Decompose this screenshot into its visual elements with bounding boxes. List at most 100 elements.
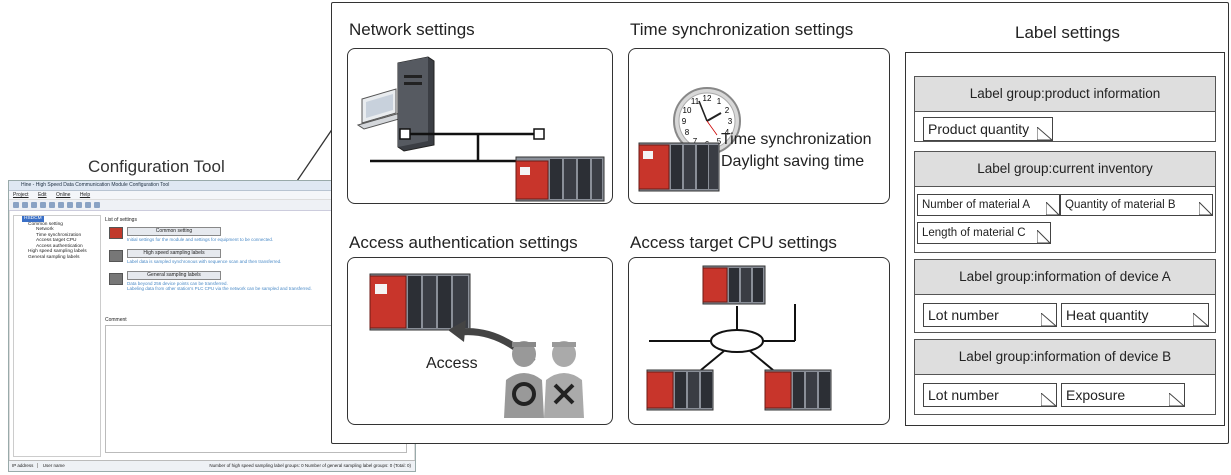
- clock-num-7: 7: [693, 137, 698, 146]
- clock-num-4: 4: [725, 128, 730, 137]
- open-icon[interactable]: [22, 202, 28, 208]
- label-group-title: Label group:information of device A: [915, 260, 1215, 295]
- plc-icon: [702, 265, 766, 305]
- label-group-device-a: Label group:information of device A Lot …: [914, 259, 1216, 333]
- clock-num-11: 11: [691, 97, 700, 106]
- list-of-settings-label: List of settings: [105, 217, 137, 223]
- tools-icon[interactable]: [76, 202, 82, 208]
- network-diagram: [356, 56, 605, 202]
- access-label: Access: [426, 355, 478, 372]
- circle-mark-icon: [512, 382, 536, 406]
- clock-num-8: 8: [685, 128, 690, 137]
- label-tag-length-of-material-c[interactable]: Length of material C: [917, 222, 1051, 244]
- menu-project[interactable]: Project: [13, 192, 29, 198]
- access-auth-diagram: [369, 273, 584, 418]
- arrow-head-icon: [448, 320, 466, 342]
- time-sync-diagram: 12 1 2 3 4 5 6 7 8 9 10 11: [638, 87, 741, 192]
- menu-help[interactable]: Help: [79, 192, 91, 198]
- read-icon[interactable]: [40, 202, 46, 208]
- plc-icon: [515, 156, 605, 202]
- general-sampling-desc: Data beyond 256 device points can be tra…: [127, 281, 312, 291]
- access-target-diagram: [646, 265, 832, 411]
- label-tag-heat-quantity[interactable]: Heat quantity: [1061, 303, 1209, 327]
- menu-edit[interactable]: Edit: [37, 192, 47, 198]
- access-auth-settings-title: Access authentication settings: [349, 233, 578, 252]
- tree-item-network[interactable]: Network: [36, 227, 54, 232]
- tree-item-common[interactable]: Common setting: [28, 221, 63, 227]
- label-settings-title: Label settings: [1015, 23, 1120, 42]
- person-icon: [504, 341, 544, 418]
- general-sampling-button[interactable]: General sampling labels: [127, 271, 221, 280]
- clock-num-3: 3: [728, 117, 733, 126]
- label-tag-text: Quantity of material B: [1065, 199, 1176, 211]
- label-tag-quantity-of-material-b[interactable]: Quantity of material B: [1060, 194, 1213, 216]
- time-sync-settings-title: Time synchronization settings: [630, 20, 854, 39]
- label-corner-icon: [1041, 393, 1057, 407]
- status-user-name: User name: [42, 463, 65, 468]
- common-setting-desc: Initial settings for the module and sett…: [127, 237, 274, 242]
- monitor-icon[interactable]: [94, 202, 100, 208]
- label-corner-icon: [1041, 313, 1057, 327]
- plc-icon: [638, 142, 720, 192]
- time-sync-label: Time synchronization: [721, 131, 872, 148]
- clock-num-9: 9: [682, 117, 687, 126]
- label-tag-text: Product quantity: [928, 121, 1030, 137]
- label-corner-icon: [1169, 393, 1185, 407]
- delete-icon[interactable]: [85, 202, 91, 208]
- high-speed-sampling-button[interactable]: High speed sampling labels: [127, 249, 221, 258]
- high-speed-icon: [109, 250, 123, 262]
- access-target-settings-box: [628, 257, 890, 425]
- label-tag-lot-number-b[interactable]: Lot number: [923, 383, 1057, 407]
- label-tag-text: Exposure: [1066, 387, 1126, 403]
- label-settings-box: Label group:product information Product …: [905, 52, 1225, 426]
- settings-tree: HSDCM Common setting Network Time synchr…: [13, 215, 101, 457]
- copy-icon[interactable]: [67, 202, 73, 208]
- comment-label: Comment: [105, 317, 127, 323]
- label-tag-product-quantity[interactable]: Product quantity: [923, 117, 1053, 141]
- label-corner-icon: [1046, 202, 1060, 216]
- tree-item-general[interactable]: General sampling labels: [28, 254, 80, 260]
- plc-icon: [369, 273, 471, 331]
- new-icon[interactable]: [13, 202, 19, 208]
- tree-root[interactable]: HSDCM: [22, 216, 44, 222]
- label-corner-icon: [1193, 313, 1209, 327]
- tree-item-high-speed[interactable]: High speed sampling labels: [28, 249, 87, 254]
- clock-num-2: 2: [725, 106, 730, 115]
- label-group-device-b: Label group:information of device B Lot …: [914, 339, 1216, 415]
- access-target-settings-title: Access target CPU settings: [630, 233, 837, 252]
- clock-num-12: 12: [703, 94, 712, 103]
- label-group-title: Label group:current inventory: [915, 152, 1215, 187]
- high-speed-sampling-desc: Label data is sampled synchronous with s…: [127, 259, 282, 264]
- menu-bar: Project Edit Online Help: [9, 191, 415, 200]
- tree-item-time-sync[interactable]: Time synchronization: [36, 232, 82, 238]
- status-bar: IP address User name Number of high spee…: [9, 460, 415, 471]
- tree-item-access-auth[interactable]: Access authentication: [36, 243, 83, 249]
- general-sampling-icon: [109, 273, 123, 285]
- write-icon[interactable]: [49, 202, 55, 208]
- plc-icon: [764, 369, 832, 411]
- time-sync-settings-box: 12 1 2 3 4 5 6 7 8 9 10 11 Time synchron…: [628, 48, 890, 204]
- label-group-title: Label group:information of device B: [915, 340, 1215, 375]
- network-settings-box: [347, 48, 613, 204]
- verify-icon[interactable]: [58, 202, 64, 208]
- status-group-counts: Number of high speed sampling label grou…: [209, 463, 411, 468]
- label-corner-icon: [1199, 202, 1213, 216]
- common-setting-icon: [109, 227, 123, 239]
- clock-num-10: 10: [683, 106, 692, 115]
- label-corner-icon: [1037, 230, 1051, 244]
- menu-online[interactable]: Online: [55, 192, 71, 198]
- common-setting-button[interactable]: Common setting: [127, 227, 221, 236]
- label-tag-exposure[interactable]: Exposure: [1061, 383, 1185, 407]
- access-auth-settings-box: Access: [347, 257, 613, 425]
- label-tag-text: Length of material C: [922, 227, 1026, 239]
- label-tag-lot-number-a[interactable]: Lot number: [923, 303, 1057, 327]
- label-tag-text: Number of material A: [922, 199, 1031, 211]
- status-ip-address: IP address: [9, 463, 39, 468]
- save-icon[interactable]: [31, 202, 37, 208]
- label-tag-text: Heat quantity: [1066, 307, 1149, 323]
- clock-num-1: 1: [717, 97, 722, 106]
- window-title: Hine - High Speed Data Communication Mod…: [9, 181, 415, 191]
- tree-item-access-target[interactable]: Access target CPU: [36, 238, 77, 243]
- label-tag-number-of-material-a[interactable]: Number of material A: [917, 194, 1060, 216]
- configuration-tool-caption: Configuration Tool: [88, 157, 225, 176]
